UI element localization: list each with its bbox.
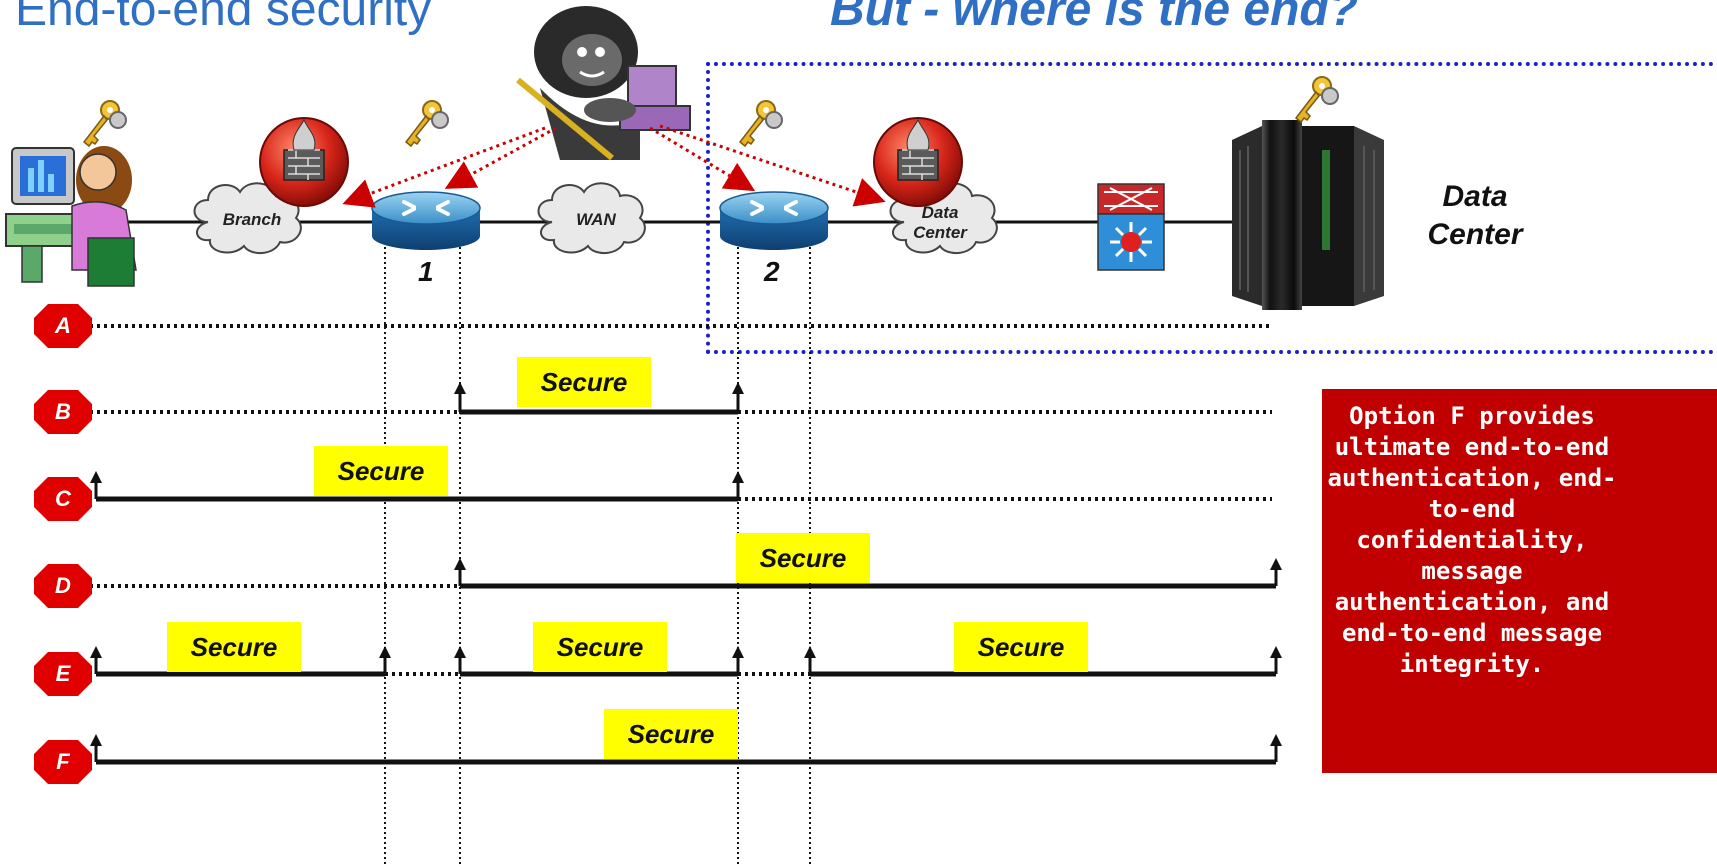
attack-arrow-router2 <box>649 126 756 192</box>
attack-arrow-router1 <box>444 126 557 189</box>
wan-cloud-label: WAN <box>576 210 616 229</box>
firewall-icon <box>873 117 963 207</box>
router-1-label: 1 <box>418 256 434 287</box>
note-line: end-to-end message <box>1341 619 1603 647</box>
row-badge-a-letter: A <box>55 313 71 338</box>
router-icon <box>371 191 481 250</box>
key-icon <box>1295 76 1339 123</box>
note-line: authentication, and <box>1334 588 1610 616</box>
branch-cloud-label: Branch <box>222 210 282 229</box>
router-icon <box>719 191 829 250</box>
secure-label-c: Secure <box>314 446 448 496</box>
row-badge-c-letter: C <box>55 486 71 511</box>
dc-cloud-label-line2: Center <box>913 223 967 242</box>
hacker-icon <box>516 6 691 161</box>
data-center-zone <box>706 62 1717 354</box>
key-icon <box>83 100 127 147</box>
row-e-path <box>90 646 1282 677</box>
mainframe-server-icon <box>1232 120 1384 310</box>
row-badge-e-letter: E <box>55 661 71 686</box>
note-line: confidentiality, <box>1356 526 1588 554</box>
note-line: message <box>1421 557 1523 585</box>
row-badge-d-letter: D <box>55 573 71 598</box>
router-2-label: 2 <box>764 256 780 287</box>
row-b-path <box>90 382 1272 415</box>
key-icon <box>405 100 449 147</box>
row-badge-b-letter: B <box>55 399 71 424</box>
row-badge-a: A <box>34 304 92 348</box>
secure-label-d: Secure <box>736 533 870 583</box>
row-badge-e: E <box>34 652 92 696</box>
secure-label-b: Secure <box>517 357 651 407</box>
question-prefix: But <box>830 0 910 36</box>
secure-label-e3: Secure <box>954 622 1088 672</box>
row-badge-b: B <box>34 390 92 434</box>
question-rest: - where is the end? <box>909 0 1359 36</box>
zone-label-line2: Center <box>1427 218 1523 251</box>
user-workstation-icon <box>5 146 137 287</box>
note-line: integrity. <box>1399 650 1545 678</box>
row-badge-f: F <box>34 740 92 784</box>
note-line: to-end <box>1428 495 1516 523</box>
zone-label-line1: Data <box>1442 180 1508 213</box>
note-line: authentication, end- <box>1327 464 1617 492</box>
data-center-zone-label: Data Center <box>1400 178 1550 254</box>
note-line: Option F provides <box>1349 402 1595 430</box>
row-badge-d: D <box>34 564 92 608</box>
row-f-path <box>90 734 1282 765</box>
secure-label-e1: Secure <box>167 622 301 672</box>
firewall-icon <box>259 117 349 207</box>
switch-icon <box>1097 183 1165 271</box>
row-d-path <box>90 558 1282 589</box>
row-badge-c: C <box>34 477 92 521</box>
row-c-path <box>90 471 1272 502</box>
key-icon <box>739 100 783 147</box>
attack-arrow-datacenter <box>659 124 886 207</box>
row-badge-f-letter: F <box>56 749 70 774</box>
slide-question: But - where is the end? <box>830 0 1358 37</box>
option-f-note: Option F provides ultimate end-to-end au… <box>1322 389 1717 773</box>
secure-label-f: Secure <box>604 709 738 759</box>
note-line: ultimate end-to-end <box>1334 433 1610 461</box>
slide-title: End-to-end security <box>15 0 432 36</box>
attack-arrows <box>342 124 886 208</box>
dc-cloud-label: Data Center <box>900 203 980 243</box>
dc-cloud-label-line1: Data <box>921 203 959 222</box>
attack-arrow-branch <box>342 126 546 208</box>
secure-label-e2: Secure <box>533 622 667 672</box>
